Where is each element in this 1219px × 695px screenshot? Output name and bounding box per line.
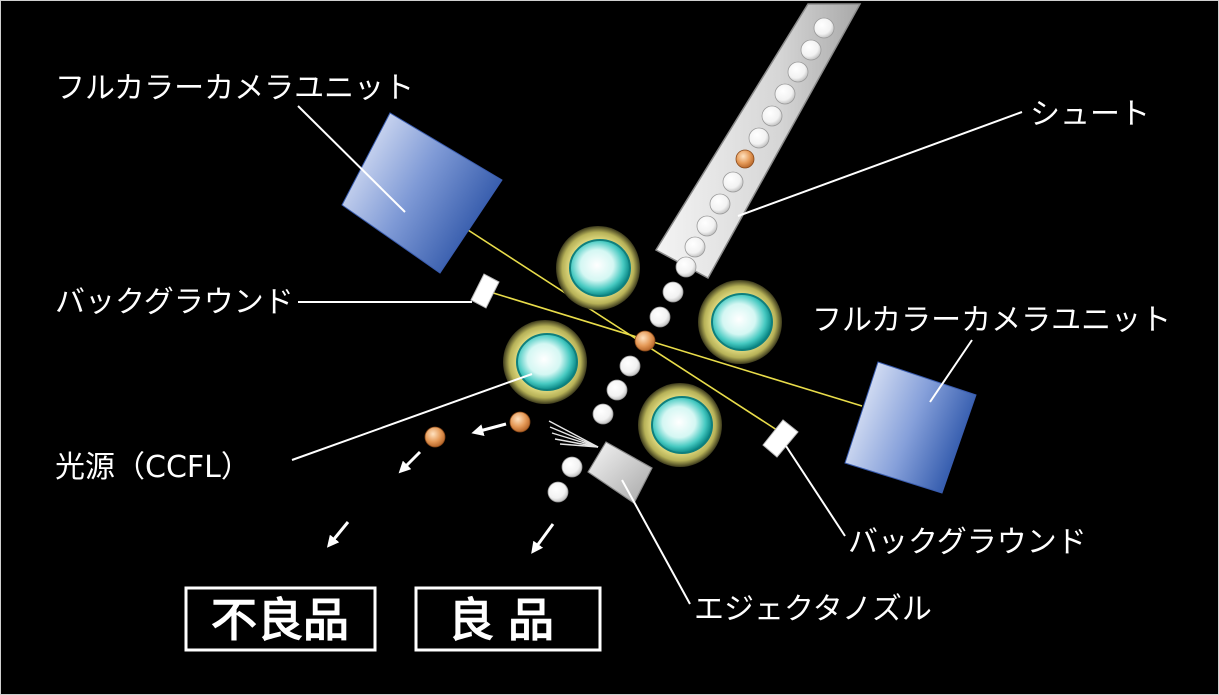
- leader-chute: [737, 111, 1023, 217]
- label-camera-unit-right: フルカラーカメラユニット: [812, 303, 1171, 338]
- light-source-lamp: [638, 383, 722, 467]
- leader-ejector-nozzle: [621, 479, 691, 605]
- falling-bead: [662, 281, 684, 303]
- falling-bead: [619, 355, 641, 377]
- arrow-icon: [326, 521, 350, 548]
- label-background-left: バックグラウンド: [55, 285, 294, 320]
- chute-bead: [800, 39, 822, 61]
- label-camera-unit-top: フルカラーカメラユニット: [55, 71, 414, 106]
- label-background-right: バックグラウンド: [848, 525, 1087, 560]
- falling-bead: [649, 306, 671, 328]
- leader-background-right: [785, 445, 846, 537]
- label-chute: シュート: [1030, 97, 1150, 132]
- chute-bead: [748, 127, 770, 149]
- ejected-defective-bead: [424, 426, 446, 448]
- arrow-icon: [471, 422, 507, 436]
- chute-bead: [813, 17, 835, 39]
- arrow-icon: [531, 523, 555, 554]
- accept-label: 良品: [448, 593, 568, 647]
- ejector-nozzle: [587, 441, 653, 504]
- falling-bead: [592, 403, 614, 425]
- reject-label: 不良品: [211, 593, 349, 647]
- background-plate-right: [762, 419, 799, 458]
- light-source-lamp: [556, 226, 640, 310]
- light-source-lamp: [698, 280, 782, 364]
- falling-bead: [606, 379, 628, 401]
- chute-bead: [761, 105, 783, 127]
- chute-bead: [709, 193, 731, 215]
- label-light-source: 光源（CCFL）: [55, 450, 251, 485]
- chute-bead: [787, 61, 809, 83]
- leader-camera-top: [297, 105, 406, 213]
- label-ejector-nozzle: エジェクタノズル: [694, 592, 932, 627]
- leader-light-source: [291, 373, 533, 461]
- light-source-lamp: [503, 320, 587, 404]
- reject-box: 不良品: [184, 586, 377, 652]
- falling-bead: [561, 456, 583, 478]
- falling-bead: [675, 256, 697, 278]
- chute-defective-bead: [735, 149, 755, 169]
- ejected-defective-bead: [509, 411, 531, 433]
- falling-beads: [547, 256, 697, 503]
- camera-unit-right: [844, 361, 977, 494]
- falling-bead: [547, 481, 569, 503]
- camera-beam-top: [467, 229, 781, 433]
- chute-bead: [722, 171, 744, 193]
- chute-bead: [696, 215, 718, 237]
- chute-bead: [774, 83, 796, 105]
- leader-camera-right: [929, 339, 973, 403]
- chute-bead: [684, 236, 706, 258]
- sorting-arrows: [326, 422, 555, 554]
- camera-unit-top: [341, 112, 503, 274]
- ejector-air-spray: [548, 420, 599, 448]
- background-plate-left: [470, 273, 500, 309]
- camera-beam-right: [489, 291, 863, 407]
- inspected-defective-bead: [634, 330, 656, 352]
- chute-beads: [684, 17, 835, 258]
- arrow-icon: [398, 450, 422, 474]
- accept-box: 良品: [414, 586, 602, 652]
